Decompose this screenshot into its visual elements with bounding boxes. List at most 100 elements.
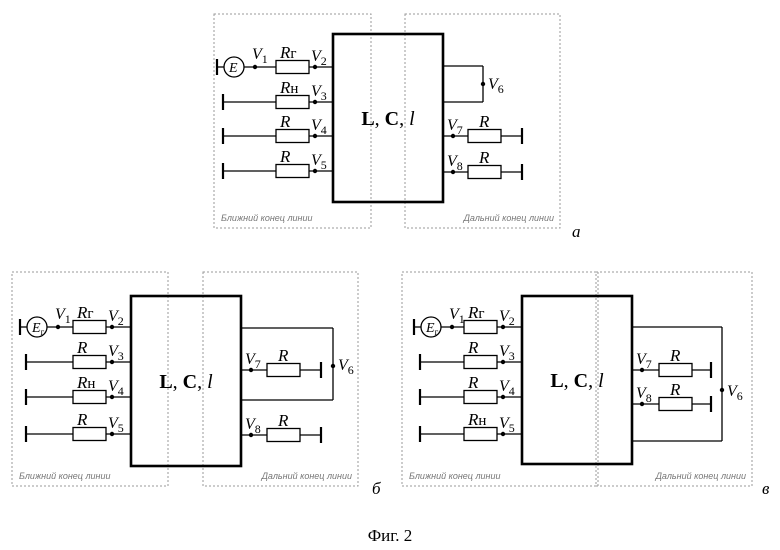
- node-label: V4: [499, 378, 515, 398]
- node-dot: [720, 388, 724, 392]
- node-dot: [110, 360, 114, 364]
- node-dot: [501, 325, 505, 329]
- resistor-label: R: [669, 380, 681, 399]
- resistor-label: Rг: [76, 303, 94, 322]
- far-end-label: Дальний конец линии: [655, 471, 746, 481]
- resistor-label: R: [478, 148, 490, 167]
- node-label-v1: V1: [55, 306, 71, 326]
- resistor-label: Rн: [467, 410, 486, 429]
- node-label: V7: [636, 351, 652, 371]
- resistor-label: Rн: [76, 373, 95, 392]
- resistor-r4: [464, 428, 497, 441]
- far-end-label: Дальний конец линии: [463, 213, 554, 223]
- node-label-v6: V6: [727, 383, 743, 403]
- line-block-label: L, C, l: [159, 371, 213, 393]
- node-label: V7: [245, 351, 261, 371]
- near-end-label: Ближний конец линии: [19, 471, 111, 481]
- resistor-label: R: [277, 411, 289, 430]
- resistor-label: Rн: [279, 78, 298, 97]
- resistor-r1: [464, 321, 497, 334]
- line-block-label: L, C, l: [361, 108, 415, 130]
- node-label: V4: [311, 117, 327, 137]
- resistor-label: R: [279, 147, 291, 166]
- node-dot: [249, 368, 253, 372]
- far-end-region: [203, 272, 358, 486]
- node-dot: [640, 402, 644, 406]
- resistor-r6: [468, 166, 501, 179]
- resistor-label: R: [76, 338, 88, 357]
- resistor-label: R: [76, 410, 88, 429]
- near-end-label: Ближний конец линии: [221, 213, 313, 223]
- resistor-r1: [276, 61, 309, 74]
- node-label-v6: V6: [488, 76, 504, 96]
- resistor-label: R: [277, 346, 289, 365]
- resistor-r4: [73, 428, 106, 441]
- far-end-region: [596, 272, 752, 486]
- node-label: V2: [311, 48, 327, 68]
- panel-letter: в: [762, 479, 770, 498]
- node-label-v1: V1: [449, 306, 465, 326]
- resistor-r2: [73, 356, 106, 369]
- node-dot: [253, 65, 257, 69]
- node-dot: [110, 395, 114, 399]
- resistor-r2: [276, 96, 309, 109]
- node-label-v1: V1: [252, 46, 268, 66]
- node-dot: [56, 325, 60, 329]
- node-dot: [501, 395, 505, 399]
- node-label: V3: [311, 83, 327, 103]
- resistor-r3: [73, 391, 106, 404]
- node-dot: [501, 432, 505, 436]
- node-label: V2: [108, 308, 124, 328]
- resistor-r5: [267, 364, 300, 377]
- node-label: V8: [447, 153, 463, 173]
- line-block-label: L, C, l: [550, 370, 604, 392]
- resistor-r5: [468, 130, 501, 143]
- node-label: V7: [447, 117, 463, 137]
- resistor-label: R: [478, 112, 490, 131]
- panel-v: Ближний конец линии Дальний конец линии L,…: [402, 272, 770, 498]
- resistor-label: Rг: [279, 43, 297, 62]
- figure-caption: Фиг. 2: [368, 526, 413, 545]
- resistor-r4: [276, 165, 309, 178]
- node-label: V8: [636, 385, 652, 405]
- near-end-label: Ближний конец линии: [409, 471, 501, 481]
- resistor-label: R: [669, 346, 681, 365]
- node-label: V3: [108, 343, 124, 363]
- node-dot: [481, 82, 485, 86]
- node-dot: [451, 170, 455, 174]
- resistor-r3: [276, 130, 309, 143]
- node-label-v6: V6: [338, 357, 354, 377]
- resistor-r2: [464, 356, 497, 369]
- node-dot: [450, 325, 454, 329]
- resistor-r6: [659, 398, 692, 411]
- node-dot: [313, 65, 317, 69]
- node-dot: [640, 368, 644, 372]
- node-label: V5: [311, 152, 327, 172]
- node-dot: [313, 169, 317, 173]
- far-end-label: Дальний конец линии: [261, 471, 352, 481]
- node-label: V2: [499, 308, 515, 328]
- node-label: V8: [245, 416, 261, 436]
- panel-letter: б: [372, 479, 381, 498]
- resistor-r6: [267, 429, 300, 442]
- node-dot: [110, 432, 114, 436]
- node-dot: [501, 360, 505, 364]
- node-dot: [313, 134, 317, 138]
- node-label: V5: [499, 415, 515, 435]
- node-dot: [110, 325, 114, 329]
- resistor-label: R: [467, 338, 479, 357]
- source-label: E: [228, 61, 238, 76]
- resistor-label: R: [467, 373, 479, 392]
- panel-letter: а: [572, 222, 581, 241]
- resistor-r3: [464, 391, 497, 404]
- resistor-label: R: [279, 112, 291, 131]
- node-dot: [451, 134, 455, 138]
- node-label: V5: [108, 415, 124, 435]
- panel-b: Ближний конец линии Дальний конец линии L,…: [12, 272, 381, 498]
- node-label: V4: [108, 378, 124, 398]
- resistor-label: Rг: [467, 303, 485, 322]
- panel-a: Ближний конец линии Дальний конец линии L,…: [214, 14, 581, 241]
- node-label: V3: [499, 343, 515, 363]
- node-dot: [331, 364, 335, 368]
